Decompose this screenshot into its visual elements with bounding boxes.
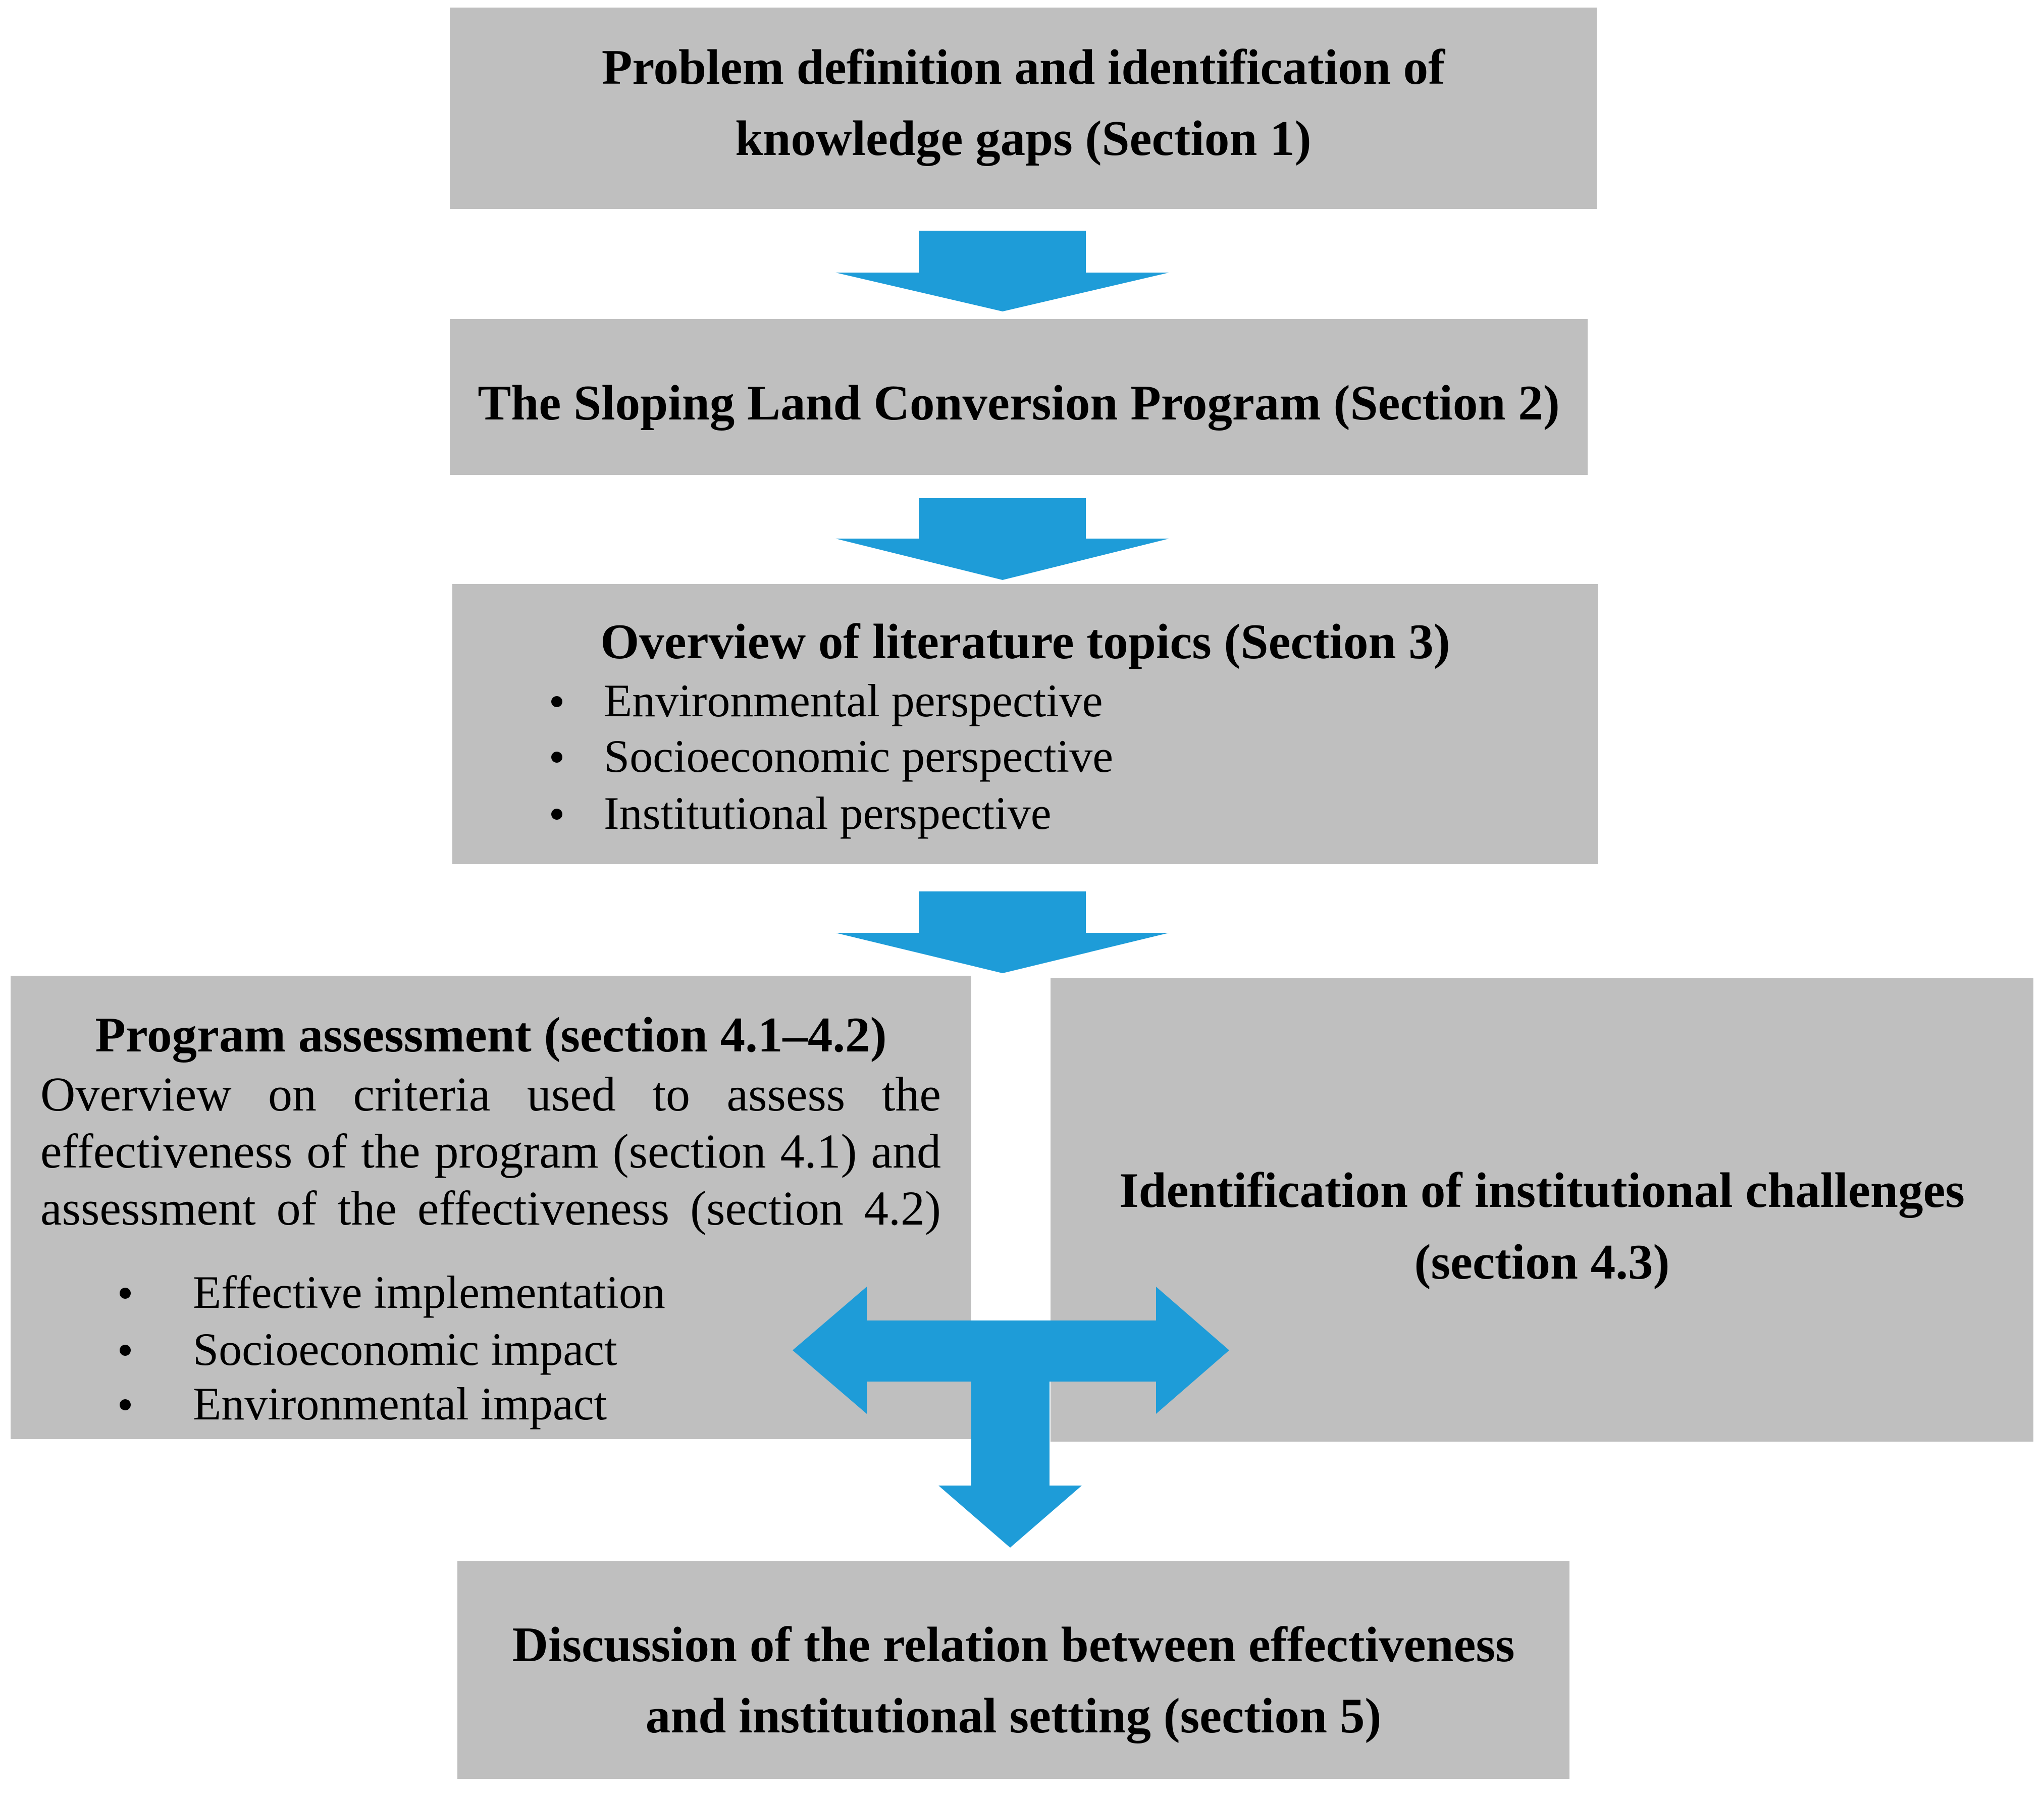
discussion-line-1: Discussion of the relation between effec… xyxy=(512,1617,1515,1672)
problem-definition-line-1: Problem definition and identification of xyxy=(601,40,1445,95)
literature-topics-box: Overview of literature topics (Section 3… xyxy=(452,584,1598,864)
program-assessment-description-line-1: Overview on criteria used to assess the xyxy=(40,1067,941,1121)
literature-topics-title: Overview of literature topics (Section 3… xyxy=(600,614,1450,669)
bullet-icon xyxy=(551,752,562,763)
list-item-label: Environmental impact xyxy=(193,1378,607,1430)
slcp-box: The Sloping Land Conversion Program (Sec… xyxy=(450,319,1588,475)
list-item: Socioeconomic impact xyxy=(11,1321,971,1378)
institutional-challenges-line-1: Identification of institutional challeng… xyxy=(1119,1163,1965,1218)
list-item: Environmental impact xyxy=(11,1376,971,1432)
list-item-label: Effective implementation xyxy=(193,1266,665,1318)
discussion-box: Discussion of the relation between effec… xyxy=(457,1561,1569,1779)
program-assessment-title: Program assessment (section 4.1–4.2) xyxy=(95,1008,887,1063)
list-item: Environmental perspective xyxy=(452,672,1598,729)
bullet-icon xyxy=(551,696,562,707)
list-item-label: Socioeconomic impact xyxy=(193,1324,617,1375)
institutional-challenges-box: Identification of institutional challeng… xyxy=(1051,978,2033,1442)
problem-definition-box: Problem definition and identification of… xyxy=(450,8,1597,209)
institutional-challenges-line-2: (section 4.3) xyxy=(1414,1235,1670,1290)
list-item-label: Institutional perspective xyxy=(604,787,1052,839)
program-assessment-description-line-2: effectiveness of the program (section 4.… xyxy=(40,1124,941,1178)
down-arrow-icon xyxy=(835,231,1169,311)
program-assessment-box: Program assessment (section 4.1–4.2) Ove… xyxy=(11,976,971,1439)
list-item-label: Environmental perspective xyxy=(604,675,1103,726)
list-item-label: Socioeconomic perspective xyxy=(604,730,1114,782)
problem-definition-line-2: knowledge gaps (Section 1) xyxy=(735,111,1312,166)
down-arrow-icon xyxy=(835,498,1169,580)
down-arrow-icon xyxy=(835,891,1169,973)
bullet-icon xyxy=(120,1399,131,1410)
list-item: Institutional perspective xyxy=(452,785,1598,841)
bullet-icon xyxy=(120,1345,131,1356)
list-item: Effective implementation xyxy=(11,1264,971,1320)
discussion-line-2: and institutional setting (section 5) xyxy=(645,1688,1382,1743)
program-assessment-description-line-3: assessment of the effectiveness (section… xyxy=(40,1181,941,1235)
slcp-title: The Sloping Land Conversion Program (Sec… xyxy=(478,376,1560,431)
bullet-icon xyxy=(551,809,562,820)
list-item: Socioeconomic perspective xyxy=(452,728,1598,784)
bullet-icon xyxy=(120,1288,131,1299)
